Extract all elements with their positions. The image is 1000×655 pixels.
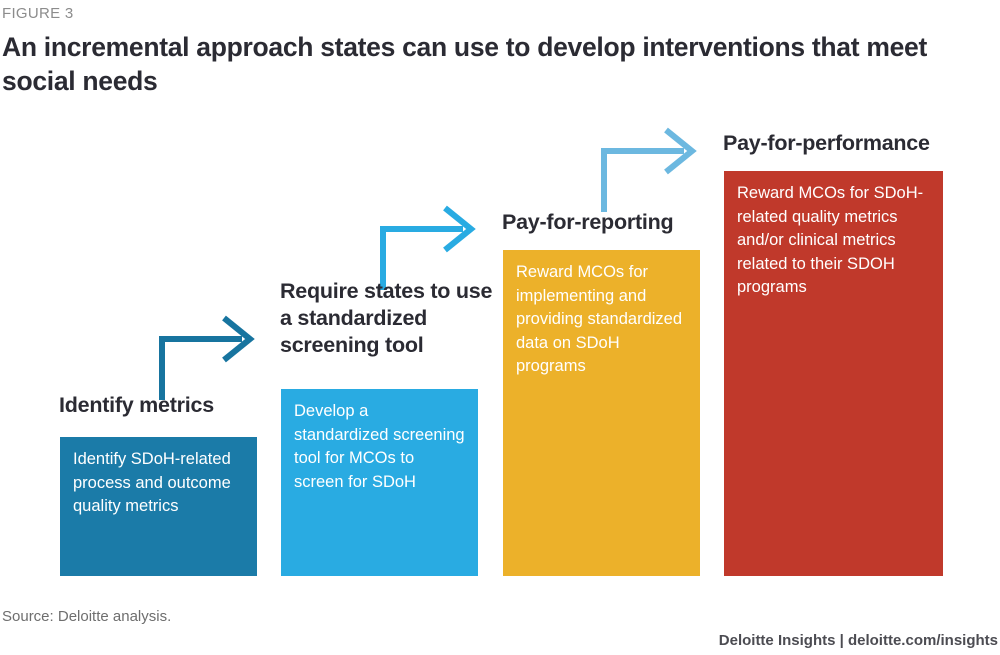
step-body-pay-for-performance: Reward MCOs for SDoH-related quality met…	[737, 184, 924, 296]
source-note: Source: Deloitte analysis.	[2, 608, 172, 625]
step-label-pay-for-performance: Pay-for-performance	[723, 131, 930, 155]
arrow-step1-to-step2-icon	[159, 315, 255, 400]
figure-number-label: FIGURE 3	[2, 5, 74, 22]
step-body-identify-metrics: Identify SDoH-related process and outcom…	[73, 450, 231, 515]
step-label-identify-metrics: Identify metrics	[59, 393, 214, 417]
step-label-standardized-screening-tool: Require states to use a standardized scr…	[280, 279, 493, 357]
step-body-standardized-screening-tool: Develop a standardized screening tool fo…	[294, 402, 465, 491]
step-bar-identify-metrics: Identify SDoH-related process and outcom…	[60, 437, 257, 576]
step-body-pay-for-reporting: Reward MCOs for implementing and providi…	[516, 263, 683, 375]
arrow-step3-to-step4-icon	[601, 127, 697, 212]
brand-attribution: Deloitte Insights | deloitte.com/insight…	[718, 632, 998, 649]
step-bar-pay-for-performance: Reward MCOs for SDoH-related quality met…	[724, 171, 943, 576]
step-bar-standardized-screening-tool: Develop a standardized screening tool fo…	[281, 389, 478, 576]
step-label-pay-for-reporting: Pay-for-reporting	[502, 210, 674, 234]
step-bar-pay-for-reporting: Reward MCOs for implementing and providi…	[503, 250, 700, 576]
page-title: An incremental approach states can use t…	[2, 32, 927, 96]
